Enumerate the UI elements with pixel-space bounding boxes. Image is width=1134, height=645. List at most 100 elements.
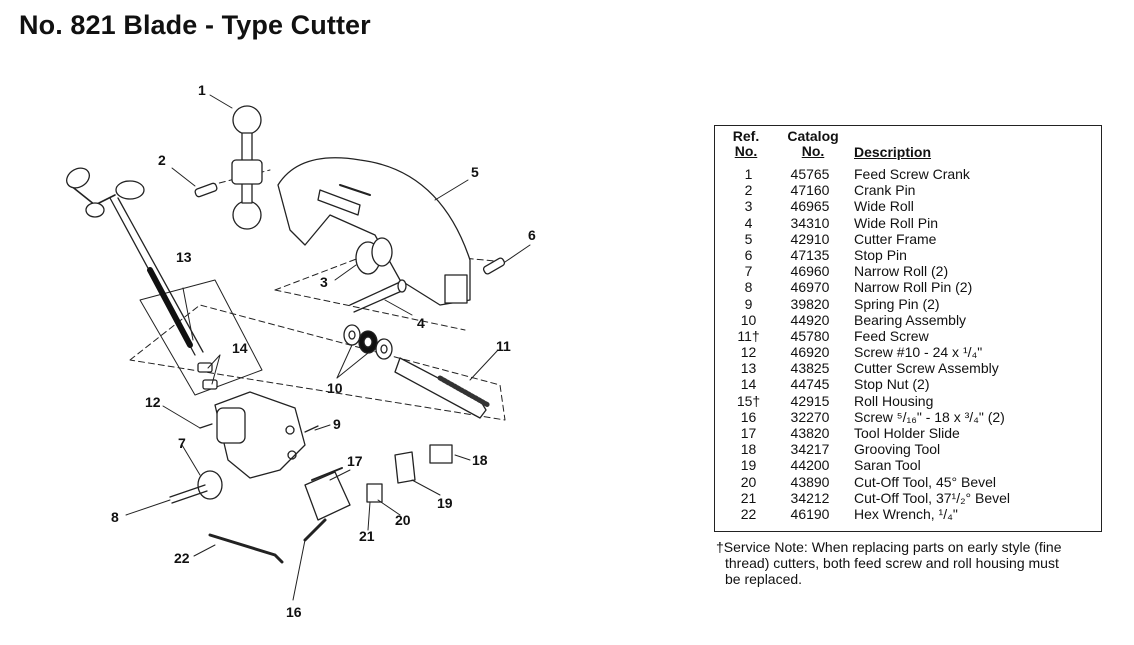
callout-14: 14 [232,340,248,356]
description-cell: Wide Roll [854,198,914,215]
catalog-cell: 46190 [790,505,830,522]
service-note: †Service Note: When replacing parts on e… [716,539,1108,587]
description-cell: Screw #10 - 24 x ¹/₄" [854,344,983,361]
catalog-cell: 46970 [790,279,830,296]
table-row: 5 42910 Cutter Frame [715,231,1101,247]
ref-cell: 7 [744,263,753,280]
ref-cell: 22 [740,505,757,522]
header-catalog-line1: Catalog [787,128,839,144]
description-cell: Stop Pin [854,246,907,263]
catalog-cell: 43820 [790,425,830,441]
table-row: 19 44200 Saran Tool [715,457,1101,473]
header-description: Description [854,145,931,160]
callout-21: 21 [359,528,375,544]
description-cell: Stop Nut (2) [854,376,930,393]
ref-cell: 9 [744,295,753,312]
catalog-cell: 46920 [790,344,830,361]
callout-19: 19 [437,495,453,511]
table-row: 4 34310 Wide Roll Pin [715,215,1101,231]
callout-20: 20 [395,512,411,528]
table-row: 6 47135 Stop Pin [715,247,1101,263]
ref-cell: 14 [740,376,757,393]
ref-cell: 17 [740,425,757,441]
table-row: 22 46190 Hex Wrench, ¹/₄" [715,506,1101,522]
callout-12: 12 [145,394,161,410]
ref-cell: 13 [740,360,757,377]
description-cell: Wide Roll Pin [854,214,939,231]
callout-9: 9 [333,416,341,432]
description-cell: Narrow Roll (2) [854,263,949,280]
catalog-cell: 44200 [790,457,830,474]
description-cell: Cutter Frame [854,230,937,247]
callout-7: 7 [178,435,186,451]
ref-cell: 15† [736,392,761,409]
callout-18: 18 [472,452,488,468]
catalog-cell: 34217 [790,441,830,458]
ref-cell: 6 [744,246,753,263]
ref-cell: 12 [740,344,757,361]
ref-cell: 19 [740,457,757,474]
description-cell: Cutter Screw Assembly [854,360,999,377]
description-cell: Roll Housing [854,392,934,409]
catalog-cell: 42915 [790,392,830,409]
description-cell: Feed Screw [854,327,929,344]
catalog-cell: 42910 [790,230,830,247]
ref-cell: 3 [744,198,753,215]
callout-6: 6 [528,227,536,243]
ref-cell: 5 [744,230,753,247]
ref-cell: 21 [740,489,757,506]
catalog-cell: 46960 [790,263,830,280]
callout-16: 16 [286,604,302,620]
catalog-cell: 44745 [790,376,830,393]
catalog-cell: 44920 [790,311,830,328]
callout-2: 2 [158,152,166,168]
table-row: 12 46920 Screw #10 - 24 x ¹/₄" [715,344,1101,360]
description-cell: Cut-Off Tool, 45° Bevel [854,473,997,490]
ref-cell: 10 [740,311,757,328]
service-note-line1: †Service Note: When replacing parts on e… [716,539,1062,555]
catalog-cell: 34310 [790,214,830,231]
catalog-cell: 39820 [790,295,830,312]
ref-cell: 8 [744,279,753,296]
description-cell: Saran Tool [854,457,921,474]
callout-5: 5 [471,164,479,180]
ref-cell: 4 [744,214,753,231]
table-row: 10 44920 Bearing Assembly [715,312,1101,328]
catalog-cell: 46965 [790,198,830,215]
catalog-cell: 43825 [790,360,830,377]
catalog-cell: 34212 [790,489,830,506]
description-cell: Hex Wrench, ¹/₄" [854,505,958,522]
service-note-line3: be replaced. [725,571,803,587]
catalog-cell: 45765 [790,166,830,182]
header-catalog: Catalog No. [777,129,849,159]
header-description-label: Description [854,144,932,160]
description-cell: Cut-Off Tool, 37¹/₂° Bevel [854,489,1011,506]
description-cell: Bearing Assembly [854,311,967,328]
callout-4: 4 [417,315,425,331]
catalog-cell: 45780 [790,327,830,344]
service-note-line2: thread) cutters, both feed screw and rol… [725,555,1059,571]
table-row: 2 47160 Crank Pin [715,182,1101,198]
header-catalog-line2: No. [801,143,825,159]
description-cell: Feed Screw Crank [854,166,970,182]
table-row: 21 34212 Cut-Off Tool, 37¹/₂° Bevel [715,490,1101,506]
table-row: 11† 45780 Feed Screw [715,328,1101,344]
table-row: 3 46965 Wide Roll [715,198,1101,214]
callout-1: 1 [198,82,206,98]
description-cell: Screw ⁵/₁₆" - 18 x ³/₄" (2) [854,408,1005,425]
ref-cell: 18 [740,441,757,458]
ref-cell: 1 [744,166,753,182]
description-cell: Crank Pin [854,182,916,199]
catalog-cell: 47135 [790,246,830,263]
catalog-cell: 47160 [790,182,830,199]
table-row: 14 44745 Stop Nut (2) [715,376,1101,392]
callout-17: 17 [347,453,363,469]
ref-cell: 2 [744,182,753,199]
ref-cell: 11† [737,327,760,344]
